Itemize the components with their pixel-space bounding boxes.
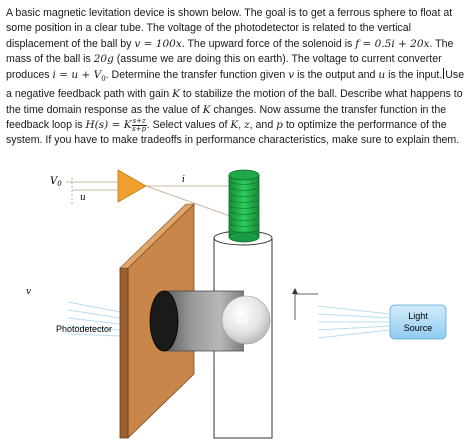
variable-z: z — [244, 118, 250, 131]
text-run: to stabilize the motion of the ball. Des… — [6, 88, 463, 116]
text-run: . Select values of — [146, 118, 231, 131]
coil-windings — [228, 181, 260, 233]
text-run: . Determine the transfer function given — [105, 68, 289, 81]
label-v: v — [26, 287, 31, 297]
fraction-numerator: s+z — [131, 116, 147, 126]
label-photodetector: Photodetector — [56, 324, 112, 334]
maglev-diagram: V0 u i v Photodetector — [26, 169, 447, 439]
displacement-arrowhead — [292, 288, 298, 294]
text-cursor — [443, 67, 445, 79]
variable-K: K — [172, 88, 180, 101]
equation-current-subscript: 0 — [101, 74, 106, 83]
text-run: to optimize the performance of the syste… — [6, 118, 460, 147]
text-run: . The mass of the ball is — [6, 37, 454, 66]
problem-paragraph: A basic magnetic levitation device is sh… — [6, 6, 468, 149]
text-run: , and — [249, 118, 277, 131]
label-u: u — [80, 193, 86, 203]
coil-wire-bottom — [145, 185, 231, 217]
amplifier-triangle — [117, 169, 147, 203]
text-run: (assume we are doing this on earth). The… — [6, 53, 442, 81]
coil-top — [228, 169, 260, 181]
variable-v: v — [288, 68, 295, 81]
equation-v: v = 100x — [134, 37, 182, 50]
problem-statement: A basic magnetic levitation device is sh… — [6, 6, 468, 149]
variable-K: K — [202, 103, 211, 116]
photodetector-board-top — [119, 203, 195, 269]
text-run: , — [238, 118, 245, 131]
light-source — [389, 304, 447, 340]
cylinder-opening — [149, 290, 179, 352]
label-ball: ball — [236, 317, 249, 326]
text-run: changes. Now assume the transfer functio… — [6, 103, 447, 131]
label-V0: V0 — [50, 176, 62, 188]
text-run: A basic magnetic levitation device is sh… — [6, 7, 453, 50]
coil-bottom — [228, 231, 260, 243]
variable-p: p — [276, 118, 283, 131]
text-run: is the input. — [385, 68, 443, 81]
equation-force: f = 0.5i + 20x — [355, 37, 430, 50]
light-rays-right — [317, 305, 391, 339]
text-run: is the output and — [294, 68, 379, 81]
label-light-source-line1: Light — [408, 311, 428, 321]
text-run: . The upward force of the solenoid is — [181, 37, 356, 50]
equation-mass: 20g — [93, 53, 114, 66]
photodetector-board-edge — [119, 267, 129, 439]
label-i: i — [182, 175, 185, 185]
label-light-source-line2: Source — [404, 323, 433, 333]
equation-current: i = u + V — [52, 68, 102, 81]
variable-u: u — [378, 68, 386, 81]
variable-K: K — [230, 118, 239, 131]
light-rays-left — [67, 301, 121, 337]
fraction-denominator: s+p — [132, 124, 147, 133]
text-run: Use a negative feedback path with gain — [6, 68, 465, 101]
equation-transfer-function: H(s) = K — [85, 118, 132, 131]
ferrous-ball — [221, 295, 271, 345]
